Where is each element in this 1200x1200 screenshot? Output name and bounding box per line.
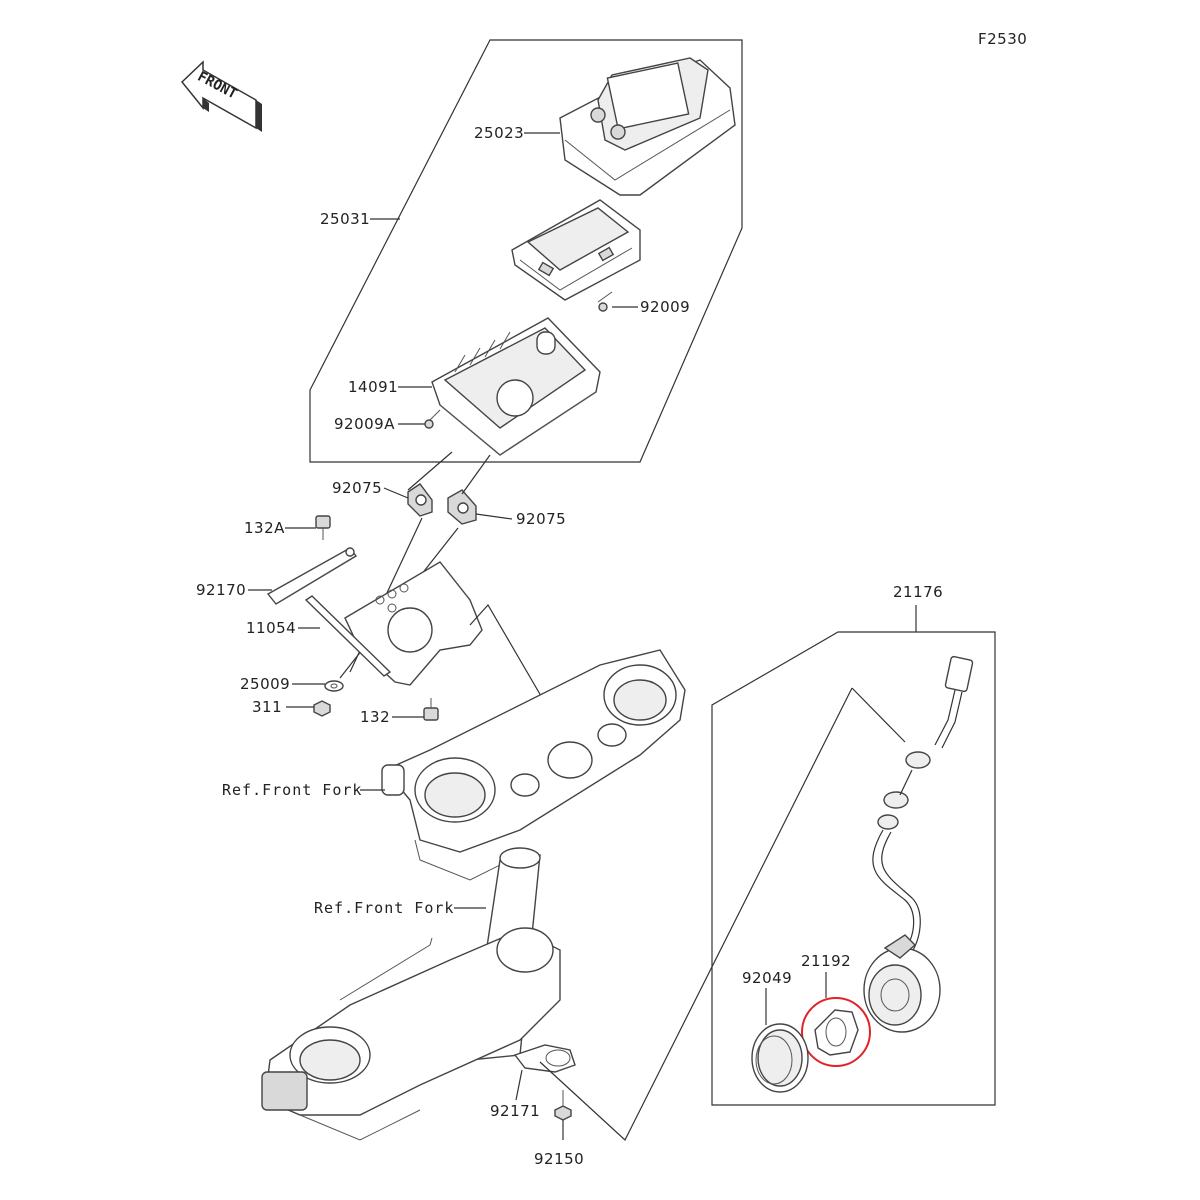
meter-unit bbox=[511, 199, 641, 301]
label-311: 311 bbox=[252, 698, 282, 716]
lower-triple-clamp bbox=[261, 847, 561, 1141]
clamp-92171 bbox=[513, 1044, 576, 1073]
bolt-132A bbox=[315, 515, 331, 540]
label-25023: 25023 bbox=[474, 124, 524, 142]
strap-92170 bbox=[266, 547, 358, 605]
label-92075-left: 92075 bbox=[332, 479, 382, 497]
ring-21192 bbox=[801, 997, 871, 1067]
label-132: 132 bbox=[360, 708, 390, 726]
label-11054: 11054 bbox=[246, 619, 296, 637]
label-25009: 25009 bbox=[240, 675, 290, 693]
figure-code: F2530 bbox=[978, 30, 1027, 48]
label-21192: 21192 bbox=[801, 952, 851, 970]
meter-case-14091 bbox=[431, 317, 601, 456]
damper-92075-left bbox=[407, 483, 433, 517]
label-14091: 14091 bbox=[348, 378, 398, 396]
label-ref-front-fork-upper: Ref.Front Fork bbox=[222, 781, 362, 799]
label-ref-front-fork-lower: Ref.Front Fork bbox=[314, 899, 454, 917]
washer-25009 bbox=[324, 680, 344, 692]
front-arrow-icon: FRONT bbox=[180, 60, 262, 132]
label-92009: 92009 bbox=[640, 298, 690, 316]
label-21176: 21176 bbox=[893, 583, 943, 601]
meter-cover-25023 bbox=[559, 57, 736, 196]
label-92075-right: 92075 bbox=[516, 510, 566, 528]
ring-92049 bbox=[751, 1023, 809, 1093]
highlight-circle bbox=[801, 997, 871, 1067]
sensor-body bbox=[863, 934, 941, 1033]
label-132A: 132A bbox=[244, 519, 285, 537]
label-92150: 92150 bbox=[534, 1150, 584, 1168]
meter-assembly-frame bbox=[309, 39, 743, 463]
nut-311 bbox=[313, 700, 331, 717]
label-92049: 92049 bbox=[742, 969, 792, 987]
label-25031: 25031 bbox=[320, 210, 370, 228]
label-92170: 92170 bbox=[196, 581, 246, 599]
bolt-92150 bbox=[554, 1090, 572, 1121]
sensor-assembly-frame bbox=[711, 631, 996, 1106]
screw-92009A bbox=[424, 409, 441, 429]
upper-triple-clamp bbox=[381, 649, 686, 881]
bracket-11054 bbox=[304, 561, 483, 686]
label-92009A: 92009A bbox=[334, 415, 395, 433]
bolt-132 bbox=[423, 698, 439, 721]
screw-92009 bbox=[597, 291, 613, 312]
label-92171: 92171 bbox=[490, 1102, 540, 1120]
sensor-harness bbox=[872, 655, 974, 953]
damper-92075-right bbox=[447, 489, 477, 525]
